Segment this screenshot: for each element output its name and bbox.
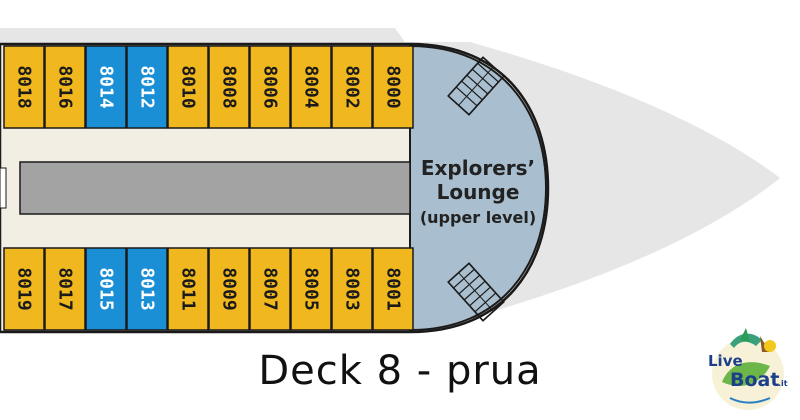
bottom-cabin-label-8005: 8005 [301, 267, 322, 310]
bottom-cabin-label-8017: 8017 [55, 267, 76, 310]
top-cabin-8004 [290, 45, 332, 129]
lounge-title-line2: Lounge [437, 180, 520, 204]
bottom-cabin-8019 [3, 247, 45, 331]
bottom-cabin-8009 [208, 247, 250, 331]
logo-word-live: Live [708, 352, 743, 370]
bottom-cabin-label-8011: 8011 [178, 267, 199, 310]
bottom-cabin-label-8003: 8003 [342, 267, 363, 310]
bottom-cabin-8015 [85, 247, 127, 331]
bottom-cabin-label-8007: 8007 [260, 267, 281, 310]
bottom-cabin-label-8013: 8013 [137, 267, 158, 310]
top-cabin-label-8012: 8012 [137, 65, 158, 108]
bottom-cabin-label-8019: 8019 [14, 267, 35, 310]
top-cabin-label-8004: 8004 [301, 65, 322, 109]
deck-caption: Deck 8 - prua [258, 348, 542, 394]
top-cabin-label-8006: 8006 [260, 65, 281, 108]
top-cabin-8008 [208, 45, 250, 129]
bottom-cabin-8017 [44, 247, 86, 331]
top-cabin-8006 [249, 45, 291, 129]
bottom-cabin-8013 [126, 247, 168, 331]
bottom-cabin-8005 [290, 247, 332, 331]
top-cabin-8012 [126, 45, 168, 129]
top-cabin-label-8010: 8010 [178, 65, 199, 108]
cabins-bottom: 8019 8017 8015 8013 8011 8009 8007 8005 8003 8001 [3, 247, 414, 331]
top-cabin-8014 [85, 45, 127, 129]
liveboat-logo: Live Boat .it [708, 328, 788, 410]
bottom-cabin-label-8015: 8015 [96, 267, 117, 310]
lounge-area [409, 44, 548, 332]
lounge-title-line1: Explorers’ [421, 156, 535, 180]
stairs-icon [447, 56, 505, 116]
logo-suffix: .it [778, 379, 788, 388]
top-cabin-8000 [372, 45, 414, 129]
top-cabin-label-8002: 8002 [342, 65, 363, 108]
bottom-cabin-label-8001: 8001 [383, 267, 404, 310]
stairs-icon [447, 262, 505, 322]
corridor-edge [0, 167, 7, 209]
top-cabin-8016 [44, 45, 86, 129]
lounge-subtitle: (upper level) [420, 208, 536, 227]
bottom-cabin-8007 [249, 247, 291, 331]
top-cabin-label-8000: 8000 [383, 65, 404, 108]
bottom-cabin-8001 [372, 247, 414, 331]
top-cabin-label-8016: 8016 [55, 65, 76, 108]
bottom-cabin-8003 [331, 247, 373, 331]
bottom-cabin-8011 [167, 247, 209, 331]
logo-word-boat: Boat [730, 369, 779, 391]
top-cabin-label-8008: 8008 [219, 65, 240, 108]
corridor [19, 161, 411, 215]
top-cabin-label-8014: 8014 [96, 65, 117, 109]
top-cabin-8018 [3, 45, 45, 129]
bottom-cabin-label-8009: 8009 [219, 267, 240, 310]
cabins-top: 8018 8016 8014 8012 8010 8008 8006 8004 8002 8000 [3, 45, 414, 129]
top-cabin-8002 [331, 45, 373, 129]
top-cabin-8010 [167, 45, 209, 129]
top-cabin-label-8018: 8018 [14, 65, 35, 108]
